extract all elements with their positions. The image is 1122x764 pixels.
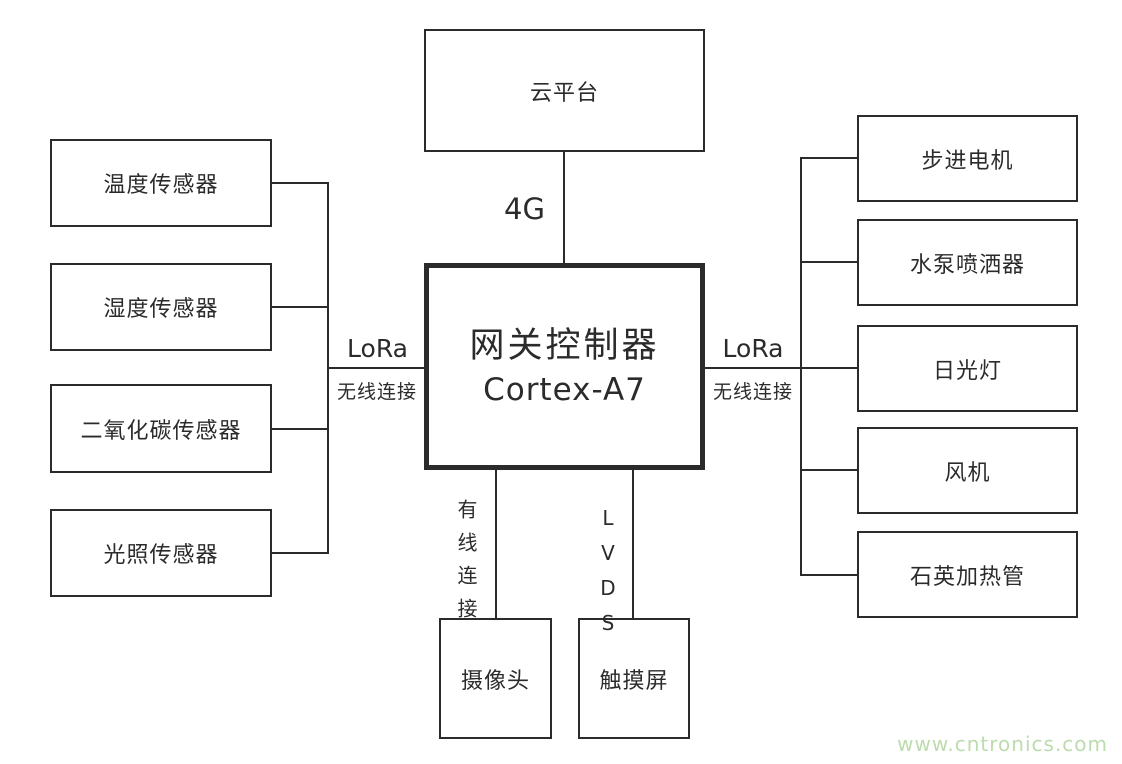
node-co2-sensor: 二氧化碳传感器 xyxy=(50,384,272,473)
node-stepper-motor: 步进电机 xyxy=(857,115,1078,202)
node-quartz-heater: 石英加热管 xyxy=(857,531,1078,618)
line-actuator2-bus xyxy=(800,261,857,263)
line-sensor4-bus xyxy=(272,552,329,554)
node-light-sensor: 光照传感器 xyxy=(50,509,272,597)
node-stepper-motor-label: 步进电机 xyxy=(921,148,1014,174)
node-cloud-platform-label: 云平台 xyxy=(529,80,599,106)
node-quartz-heater-label: 石英加热管 xyxy=(909,564,1025,590)
line-actuator1-bus xyxy=(800,157,857,159)
label-left-wireless: 无线连接 xyxy=(336,381,417,403)
line-sensor2-bus xyxy=(272,306,329,308)
line-actuator5-bus xyxy=(800,574,857,576)
node-fluorescent-lamp-label: 日光灯 xyxy=(932,358,1002,384)
line-actuator4-bus xyxy=(800,469,857,471)
node-gateway-subtitle: Cortex-A7 xyxy=(483,371,646,408)
node-touchscreen: 触摸屏 xyxy=(578,618,690,739)
node-water-pump-sprayer: 水泵喷洒器 xyxy=(857,219,1078,306)
line-gateway-touchscreen xyxy=(632,470,634,618)
line-cloud-gateway xyxy=(563,152,565,263)
line-right-bus xyxy=(800,157,802,576)
label-wired-connection: 有线连接 xyxy=(454,499,478,631)
node-fan-label: 风机 xyxy=(944,460,991,486)
line-sensor1-bus xyxy=(272,182,329,184)
node-gateway-controller: 网关控制器 Cortex-A7 xyxy=(424,263,705,470)
node-gateway-title: 网关控制器 xyxy=(469,325,660,366)
node-co2-sensor-label: 二氧化碳传感器 xyxy=(80,418,242,444)
node-humidity-sensor: 湿度传感器 xyxy=(50,263,272,351)
label-right-wireless: 无线连接 xyxy=(712,381,793,403)
line-sensor3-bus xyxy=(272,428,329,430)
label-lvds: LVDS xyxy=(596,506,620,646)
node-camera-label: 摄像头 xyxy=(460,668,530,694)
line-actuator3-bus xyxy=(800,367,857,369)
node-humidity-sensor-label: 湿度传感器 xyxy=(103,297,219,322)
line-gateway-rightbus xyxy=(705,367,802,369)
node-camera: 摄像头 xyxy=(439,618,552,739)
line-gateway-camera xyxy=(495,470,497,618)
node-fan: 风机 xyxy=(857,427,1078,514)
label-4g-link: 4G xyxy=(504,192,545,226)
label-right-lora: LoRa xyxy=(722,334,784,363)
node-light-sensor-label: 光照传感器 xyxy=(103,543,219,568)
node-water-pump-sprayer-label: 水泵喷洒器 xyxy=(909,252,1025,278)
line-leftbus-gateway xyxy=(327,367,426,369)
watermark-url: www.cntronics.com xyxy=(897,732,1108,756)
node-fluorescent-lamp: 日光灯 xyxy=(857,325,1078,412)
node-temperature-sensor: 温度传感器 xyxy=(50,139,272,227)
label-left-lora: LoRa xyxy=(347,334,408,363)
node-cloud-platform: 云平台 xyxy=(424,29,705,152)
node-temperature-sensor-label: 温度传感器 xyxy=(103,173,219,198)
node-touchscreen-label: 触摸屏 xyxy=(599,668,669,694)
